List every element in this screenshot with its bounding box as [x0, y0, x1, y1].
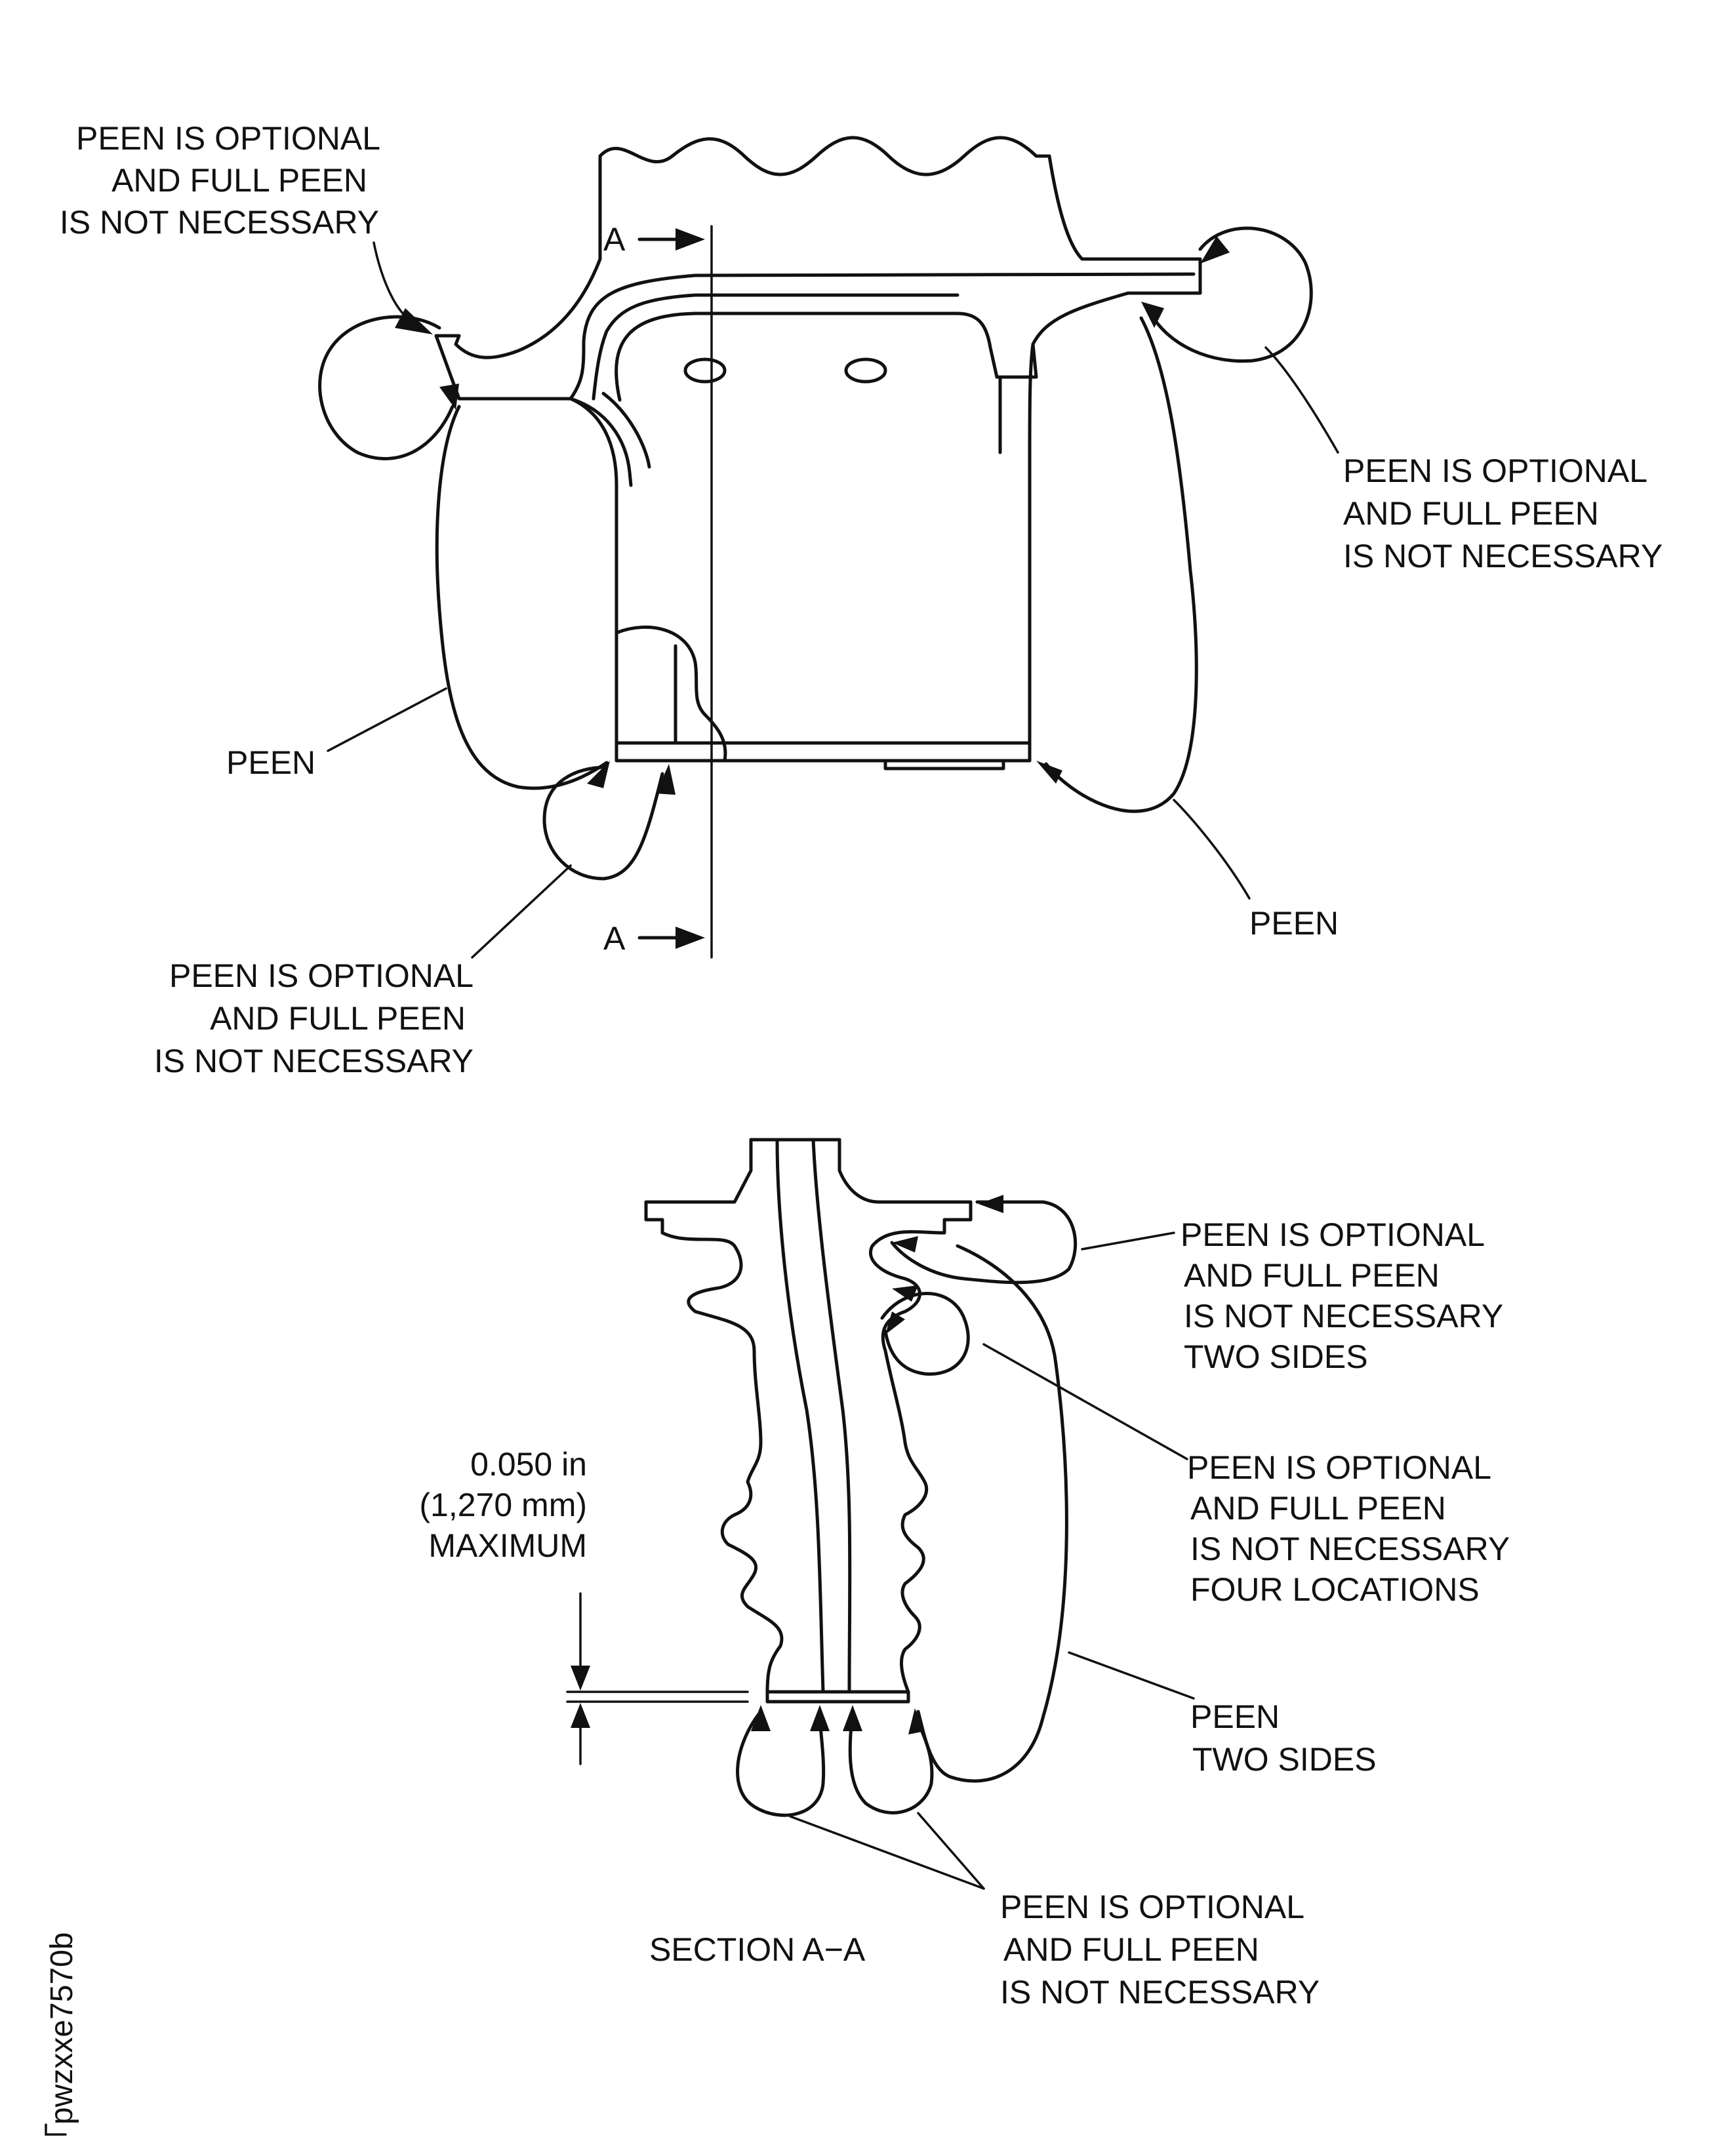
platform-inner-curve-2 [592, 293, 959, 401]
section-peen-optional-top [890, 1200, 1078, 1285]
leader-top-right-optional [1264, 346, 1339, 454]
figure-code: pwzxxe7570b [45, 1932, 79, 2125]
section-peen-four-locations [880, 1292, 970, 1376]
labels: PEEN IS OPTIONAL AND FULL PEEN IS NOT NE… [45, 120, 1663, 2136]
leader-sec-four-locations [982, 1343, 1188, 1460]
leader-sec-bottom-a [789, 1815, 985, 1890]
airfoil-right-edge [1047, 154, 1084, 261]
section-peen-bottom-right [848, 1710, 934, 1814]
root-bottom-tab [883, 759, 1005, 771]
label-sec-optional-line2: AND FULL PEEN [1184, 1257, 1440, 1294]
label-sec-optional-line4: TWO SIDES [1184, 1338, 1368, 1375]
section-outline-left [644, 1138, 784, 1694]
section-peen-two-sides [916, 1244, 1068, 1783]
leader-sec-peen-two-sides [1068, 1651, 1195, 1700]
root-left-side [569, 397, 618, 759]
label-peen-right: PEEN [1249, 905, 1339, 942]
peen-zone-top-right [1146, 226, 1313, 363]
label-sec-optional-line1: PEEN IS OPTIONAL [1181, 1216, 1485, 1253]
label-sec-four-line1: PEEN IS OPTIONAL [1187, 1449, 1491, 1486]
peen-zone-right [1044, 316, 1198, 813]
label-sec-four-line2: AND FULL PEEN [1190, 1490, 1446, 1527]
label-dimension-line2: (1,270 mm) [419, 1487, 587, 1523]
label-top-right-line1: PEEN IS OPTIONAL [1343, 452, 1647, 489]
label-bottom-left-line1: PEEN IS OPTIONAL [169, 957, 474, 994]
root-bottom-edge [615, 741, 1032, 763]
label-sec-four-line4: FOUR LOCATIONS [1190, 1571, 1480, 1608]
platform-fillet-left [569, 397, 633, 487]
leader-peen-right [1173, 799, 1251, 900]
label-dimension-line3: MAXIMUM [428, 1527, 587, 1564]
label-top-right-line3: IS NOT NECESSARY [1343, 538, 1663, 574]
top-view [318, 136, 1339, 959]
platform-fillet-arc [601, 391, 651, 469]
leader-sec-optional [1081, 1232, 1175, 1251]
leader-top-left-optional [373, 241, 411, 321]
label-dimension-line1: 0.050 in [470, 1446, 587, 1483]
section-outline-right [838, 1138, 973, 1694]
figure-code-bracket [45, 2123, 67, 2136]
platform-inner-curve-1 [569, 272, 1196, 401]
section-a-a-view [566, 1138, 1195, 1890]
label-sec-peen-two-line1: PEEN [1190, 1698, 1280, 1735]
cavity-cutaway [615, 625, 727, 763]
label-bottom-left-line2: AND FULL PEEN [210, 1000, 466, 1037]
label-bottom-left-line3: IS NOT NECESSARY [154, 1043, 474, 1079]
section-marker-bottom: A [603, 920, 626, 957]
platform-inner-curve-3 [615, 311, 1038, 402]
peen-zone-bottom-left [542, 765, 664, 881]
section-passage-1 [775, 1138, 825, 1694]
leader-bottom-left-optional [471, 864, 572, 959]
label-sec-peen-two-line2: TWO SIDES [1192, 1741, 1377, 1778]
cooling-hole-2 [844, 357, 887, 384]
airfoil-break-line [598, 136, 1051, 176]
label-top-left-line2: AND FULL PEEN [111, 162, 367, 199]
label-sec-optional-line3: IS NOT NECESSARY [1184, 1298, 1503, 1334]
platform-upper-surface [1031, 257, 1202, 346]
peen-zone-left [435, 405, 609, 790]
root-right-side [1028, 342, 1035, 759]
label-top-left-line1: PEEN IS OPTIONAL [76, 120, 380, 157]
label-sec-bottom-line2: AND FULL PEEN [1003, 1931, 1259, 1968]
label-sec-bottom-line3: IS NOT NECESSARY [1000, 1974, 1320, 2011]
section-passage-2 [811, 1138, 852, 1694]
label-top-left-line3: IS NOT NECESSARY [60, 204, 379, 241]
section-marker-top: A [603, 221, 626, 258]
cooling-hole-1 [683, 357, 727, 384]
label-top-right-line2: AND FULL PEEN [1343, 495, 1599, 532]
section-bottom-band [765, 1690, 910, 1704]
label-peen-left: PEEN [226, 744, 315, 781]
leader-peen-left [327, 687, 447, 752]
leader-sec-bottom-b [917, 1812, 985, 1890]
peen-zone-top-left [318, 315, 454, 460]
label-sec-four-line3: IS NOT NECESSARY [1190, 1531, 1510, 1567]
label-sec-bottom-line1: PEEN IS OPTIONAL [1000, 1889, 1304, 1925]
section-peen-bottom-left [736, 1710, 826, 1817]
platform-top [434, 257, 602, 401]
section-title: SECTION A−A [649, 1931, 866, 1968]
